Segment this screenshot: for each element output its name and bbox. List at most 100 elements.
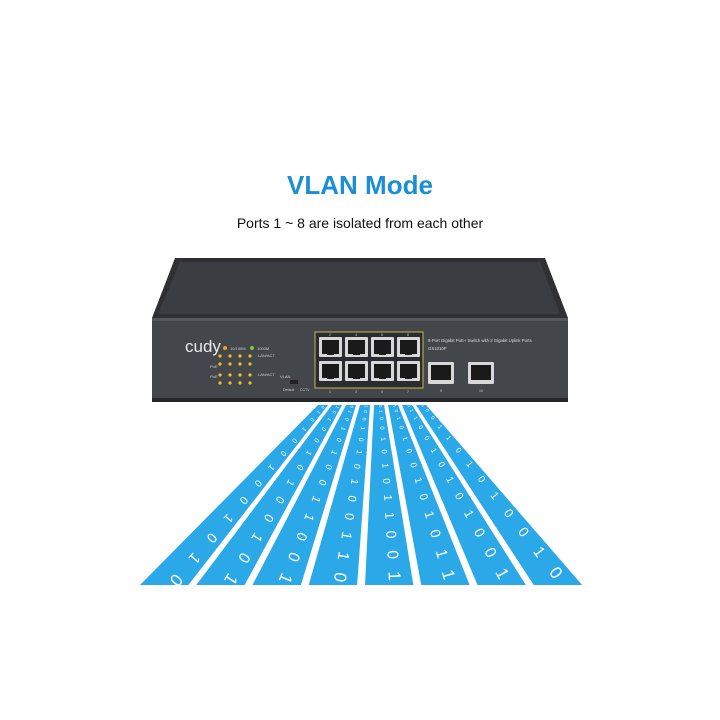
stream-bit: 0 — [452, 491, 466, 502]
stream-bit: 0 — [323, 463, 334, 471]
stream-bit: 1 — [444, 435, 452, 442]
stream-bit: 1 — [378, 410, 383, 413]
page-title: VLAN Mode — [287, 170, 433, 200]
port-number: 6 — [381, 333, 383, 337]
stream-bit: 0 — [334, 437, 342, 443]
stream-bit: 0 — [380, 449, 389, 454]
stream-bit: 1 — [401, 436, 409, 442]
stream-bit: 0 — [475, 474, 487, 485]
stream-bit: 0 — [343, 417, 350, 422]
port-number: 3 — [355, 390, 357, 394]
stream-bit: 1 — [339, 426, 346, 431]
status-led — [228, 381, 232, 385]
stream-bit: 1 — [304, 449, 314, 457]
stream-bit: 0 — [378, 405, 383, 408]
stream-bit: 0 — [454, 446, 464, 455]
stream-bit: 1 — [326, 416, 333, 422]
port-number: 4 — [355, 333, 357, 337]
network-switch: cudy 10/100M 1000M LAN/ACT LAN/ACT PoE P… — [152, 258, 568, 402]
stream-bit: 0 — [436, 460, 447, 469]
port-number: 1 — [329, 390, 331, 394]
stream-bit: 1 — [359, 426, 365, 430]
stream-bit: 0 — [295, 463, 306, 473]
status-led — [248, 354, 252, 358]
vlan-label: VLAN — [280, 374, 291, 379]
status-led — [238, 354, 242, 358]
port-number: 8 — [407, 333, 409, 337]
stream-bit: 1 — [443, 475, 456, 485]
data-streams: 0101001001010101001010010101010100110011… — [140, 403, 583, 590]
cctv-label: CCTV — [300, 388, 310, 392]
stream-bit: 0 — [330, 571, 351, 584]
stream-bit: 1 — [436, 424, 443, 430]
poe-label-1: PoE — [210, 364, 218, 369]
stream-bit: 0 — [397, 425, 404, 430]
rj45-ports — [319, 337, 420, 381]
stream-bit: 1 — [363, 405, 368, 409]
stream-bit: 0 — [406, 403, 412, 408]
model-number: GS1010P — [428, 346, 447, 351]
uplink-ports: 9 10 — [428, 362, 494, 393]
rj45-port — [397, 337, 420, 357]
stream-bit: 1 — [412, 476, 424, 485]
default-label: Default — [283, 388, 294, 392]
port-number: 5 — [381, 390, 383, 394]
stream-bit: 0 — [363, 410, 368, 414]
uplink-port-number: 10 — [479, 389, 483, 393]
stream-bit: 1 — [334, 405, 340, 410]
stream-bit: 1 — [395, 416, 402, 421]
switch-description: 8-Port Gigabit PoE+ Switch with 2 Gigabi… — [428, 338, 532, 343]
stream-bit: 0 — [417, 425, 424, 431]
stream-bit: 0 — [360, 417, 366, 421]
stream-bit: 1 — [409, 408, 415, 413]
stream-bit: 0 — [383, 550, 400, 560]
stream-bit: 0 — [320, 426, 327, 432]
stream-bit: 0 — [320, 405, 326, 411]
status-led — [228, 373, 232, 377]
stream-bit: 1 — [309, 494, 322, 504]
status-led — [218, 381, 222, 385]
stream-bit: 0 — [279, 449, 289, 458]
status-led — [228, 354, 232, 358]
stream-bit: 0 — [290, 436, 298, 444]
rj45-port — [371, 361, 394, 381]
rj45-port — [319, 361, 342, 381]
stream-bit: 0 — [383, 530, 399, 539]
status-led — [238, 373, 242, 377]
stream-bit: 1 — [380, 463, 390, 469]
status-led — [238, 381, 242, 385]
rj45-port — [319, 337, 342, 357]
stream-bit: 0 — [342, 512, 357, 521]
stream-bit: 0 — [251, 477, 263, 489]
vlan-dip-switch — [290, 380, 298, 384]
status-led — [248, 362, 252, 366]
stream-bit: 0 — [349, 405, 355, 410]
stream-bit: 1 — [283, 477, 295, 488]
poe-label-2: PoE — [210, 374, 218, 379]
stream-bit: 1 — [384, 571, 405, 582]
stream-bit: 0 — [331, 410, 337, 415]
stream-bit: 1 — [464, 459, 475, 469]
stream-bit: 0 — [378, 417, 384, 420]
stream-bit: 0 — [416, 492, 429, 501]
stream-bit: 1 — [412, 416, 419, 421]
stream-bit: 1 — [334, 550, 352, 562]
stream-bit: 0 — [408, 461, 419, 469]
page-subtitle: Ports 1 ~ 8 are isolated from each other — [236, 215, 484, 231]
uplink-port-number: 9 — [440, 389, 442, 393]
stream-bit: 1 — [347, 410, 353, 415]
status-led — [218, 373, 222, 377]
led-legend-2: 1000M — [257, 346, 269, 351]
stream-bit: 1 — [316, 410, 322, 416]
stream-bit: 0 — [345, 494, 358, 502]
rj45-port — [345, 361, 368, 381]
stream-bit: 1 — [348, 478, 360, 486]
